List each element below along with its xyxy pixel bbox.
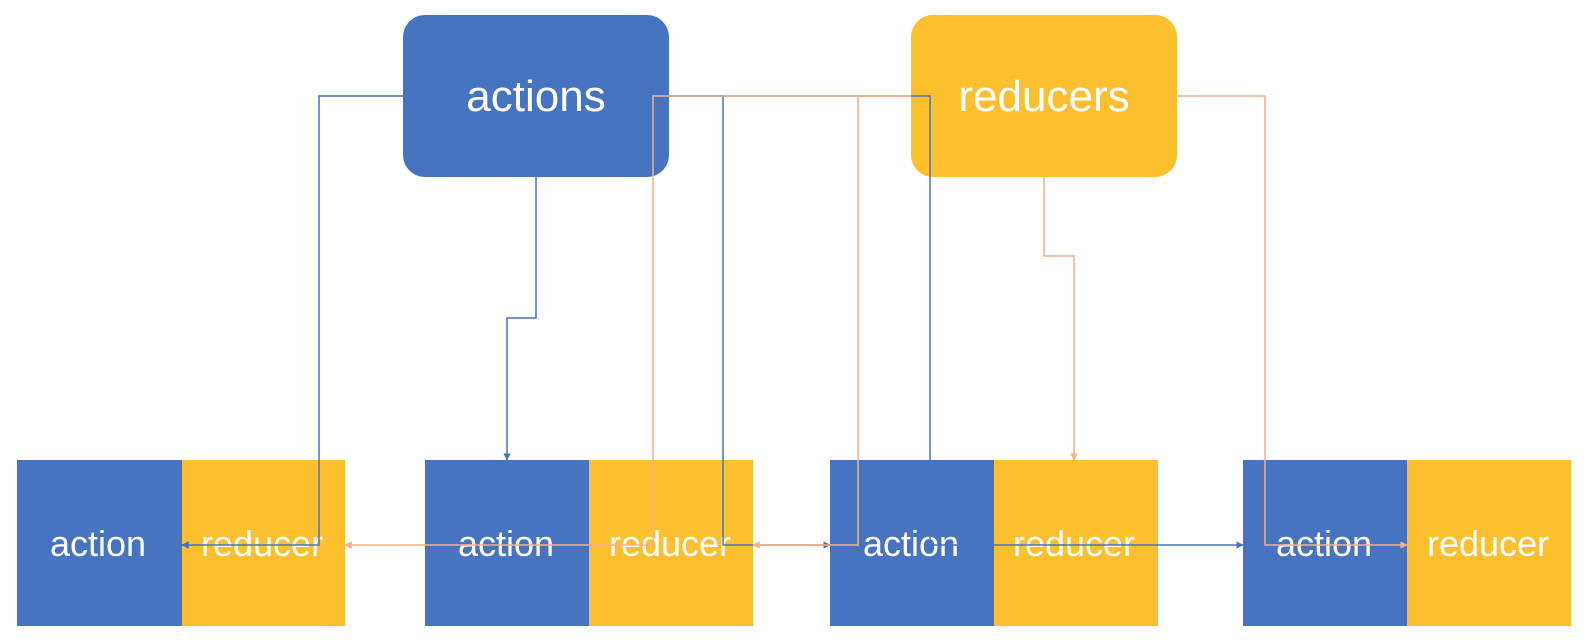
module-4: action reducer — [1243, 460, 1571, 626]
module-1-reducer-label: reducer — [201, 523, 323, 564]
module-4-reducer-block — [1407, 460, 1571, 626]
module-3-reducer-block — [994, 460, 1158, 626]
module-4-action-block — [1243, 460, 1407, 626]
actions-node: actions — [403, 15, 669, 177]
module-4-reducer-label: reducer — [1427, 523, 1549, 564]
module-1-action-label: action — [50, 523, 146, 564]
module-2: action reducer — [425, 460, 753, 626]
module-4-action-label: action — [1276, 523, 1372, 564]
reducers-to-module-1-connector — [344, 95, 911, 549]
module-2-reducer-block — [589, 460, 753, 626]
reducers-node: reducers — [911, 15, 1177, 177]
actions-to-module-1-connector — [181, 95, 403, 549]
module-3: action reducer — [830, 460, 1158, 626]
module-2-action-block — [425, 460, 589, 626]
reducers-node-label: reducers — [958, 72, 1129, 121]
actions-node-label: actions — [466, 72, 605, 121]
actions-to-module-2-connector — [503, 177, 537, 461]
module-3-action-label: action — [863, 523, 959, 564]
reducers-to-module-2-connector — [752, 95, 911, 549]
reducers-to-module-3-connector — [1043, 177, 1078, 461]
module-2-reducer-label: reducer — [609, 523, 731, 564]
reducers-to-module-4-connector — [1177, 95, 1408, 549]
module-3-reducer-label: reducer — [1013, 523, 1135, 564]
module-1-reducer-block — [182, 460, 345, 626]
module-1-action-block — [17, 460, 182, 626]
module-1: action reducer — [17, 460, 345, 626]
module-2-action-label: action — [458, 523, 554, 564]
